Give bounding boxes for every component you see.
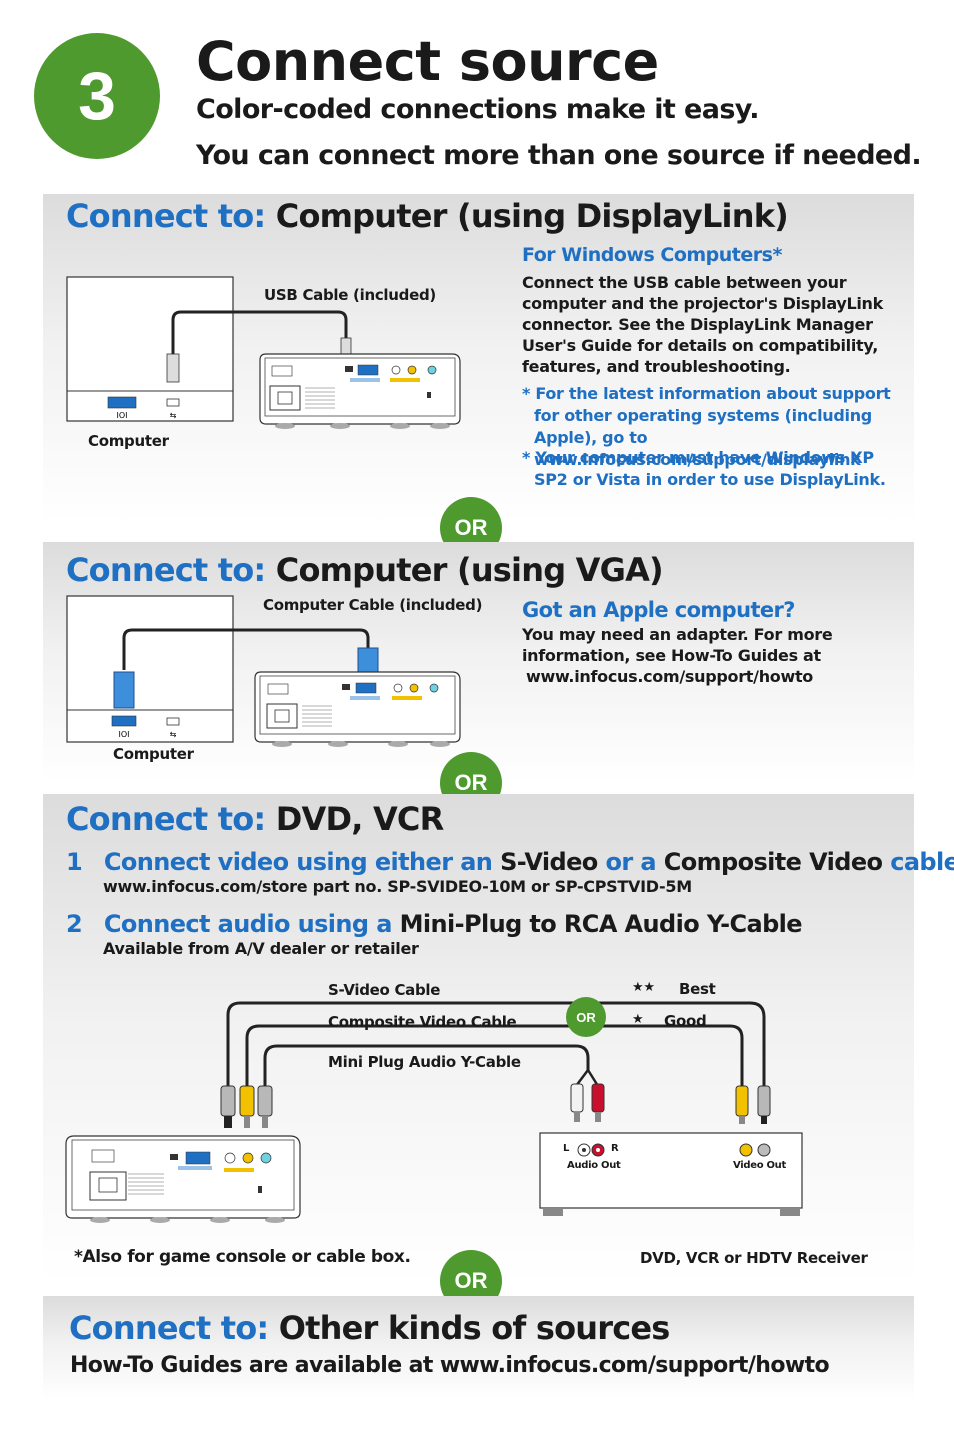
or-label: OR [454,1268,488,1293]
section-displaylink-heading: Connect to: Computer (using DisplayLink) [66,197,789,235]
svg-text:⇆: ⇆ [170,730,177,739]
svg-text:IOI: IOI [116,411,127,420]
dvd-connection-diagram [65,1001,803,1223]
or-badge-small: OR [566,997,606,1037]
audio-right-plug-icon [591,1083,605,1122]
windows-heading: For Windows Computers* [522,244,782,266]
or-label: OR [454,770,488,795]
step-number: 3 [78,58,116,134]
section-title: Computer (using VGA) [275,551,664,589]
svideo-cable-label: S-Video Cable [328,981,441,999]
step-text: Connect audio using a [103,910,393,938]
page-title: Connect source [196,30,659,93]
section-title: Computer (using DisplayLink) [275,197,789,235]
good-stars: ★ [632,1012,644,1027]
section-other-sources [43,1296,914,1400]
projector-icon [65,1135,301,1223]
section-lead: Connect to: [66,800,266,838]
dvd-player-icon [539,1132,803,1216]
best-label: Best [679,980,716,998]
step-number: 1 [66,848,83,876]
good-label: Good [664,1012,707,1030]
section-lead: Connect to: [66,197,266,235]
step-number-badge: 3 [34,33,160,159]
left-channel-label: L [563,1143,570,1154]
vga-connector-icon [113,671,135,709]
apple-body: You may need an adapter. For more inform… [522,625,833,665]
step-text: or a [605,848,656,876]
dvd-step-2-sub: Available from A/V dealer or retailer [103,939,419,958]
page-subtitle-line2: You can connect more than one source if … [196,140,922,171]
svg-text:IOI: IOI [118,730,129,739]
apple-heading: Got an Apple computer? [522,598,795,622]
usb-plug-icon [166,353,180,383]
step-text: Connect video using either an [103,848,493,876]
computer-label: Computer [88,432,169,450]
audio-cable-label: Mini Plug Audio Y-Cable [328,1053,521,1071]
composite-plug-icon [239,1085,255,1128]
page-subtitle-line1: Color-coded connections make it easy. [196,94,760,125]
computer-icon: IOI ⇆ [66,595,234,743]
audio-left-plug-icon [570,1083,584,1122]
or-label: OR [454,515,488,540]
howto-guides-text: How-To Guides are available at www.infoc… [70,1353,830,1378]
game-console-footnote: *Also for game console or cable box. [74,1247,411,1267]
right-channel-label: R [611,1143,619,1154]
step-text: Mini-Plug to RCA Audio Y-Cable [399,910,803,938]
dvd-step-1-sub: www.infocus.com/store part no. SP-SVIDEO… [103,877,692,896]
section-lead: Connect to: [66,551,266,589]
projector-icon [254,671,461,747]
windows-body: Connect the USB cable between your compu… [522,273,883,376]
displaylink-note-1: * For the latest information about suppo… [522,384,891,469]
audio-out-label: Audio Out [567,1160,621,1171]
composite-cable-label: Composite Video Cable [328,1013,517,1031]
usb-cable-label: USB Cable (included) [264,286,436,304]
device-label: DVD, VCR or HDTV Receiver [640,1249,868,1267]
video-out-label: Video Out [733,1160,786,1171]
svideo-plug-icon [220,1085,236,1128]
computer-icon: IOI ⇆ [66,276,234,422]
or-label: OR [576,1009,596,1025]
section-vga-heading: Connect to: Computer (using VGA) [66,551,664,589]
step-number: 2 [66,910,83,938]
step-text: S-Video [500,848,598,876]
audio-plug-icon [257,1085,273,1128]
dvd-step-2: 2 Connect audio using a Mini-Plug to RCA… [66,910,803,938]
vga-cable-label: Computer Cable (included) [263,596,483,614]
composite-plug-icon [735,1085,749,1124]
section-dvd-heading: Connect to: DVD, VCR [66,800,444,838]
computer-label: Computer [113,745,194,763]
displaylink-note-2: * Your computer must have Windows XP SP2… [522,448,886,489]
usb-plug-icon [340,337,352,357]
apple-info: Got an Apple computer? You may need an a… [522,598,902,687]
displaylink-diagram: IOI ⇆ [66,276,461,429]
section-other-heading: Connect to: Other kinds of sources [69,1309,670,1347]
vga-diagram: IOI ⇆ [66,595,461,747]
section-title: Other kinds of sources [278,1309,671,1347]
apple-url: www.infocus.com/support/howto [526,667,813,686]
dvd-step-1: 1 Connect video using either an S-Video … [66,848,954,876]
svideo-plug-icon [757,1085,771,1124]
projector-icon [259,353,461,429]
step-text: Composite Video [663,848,883,876]
best-stars: ★★ [632,980,655,995]
svg-text:⇆: ⇆ [170,411,177,420]
windows-info: For Windows Computers* Connect the USB c… [522,244,902,377]
section-title: DVD, VCR [275,800,444,838]
section-lead: Connect to: [69,1309,269,1347]
step-text: cable [890,848,954,876]
